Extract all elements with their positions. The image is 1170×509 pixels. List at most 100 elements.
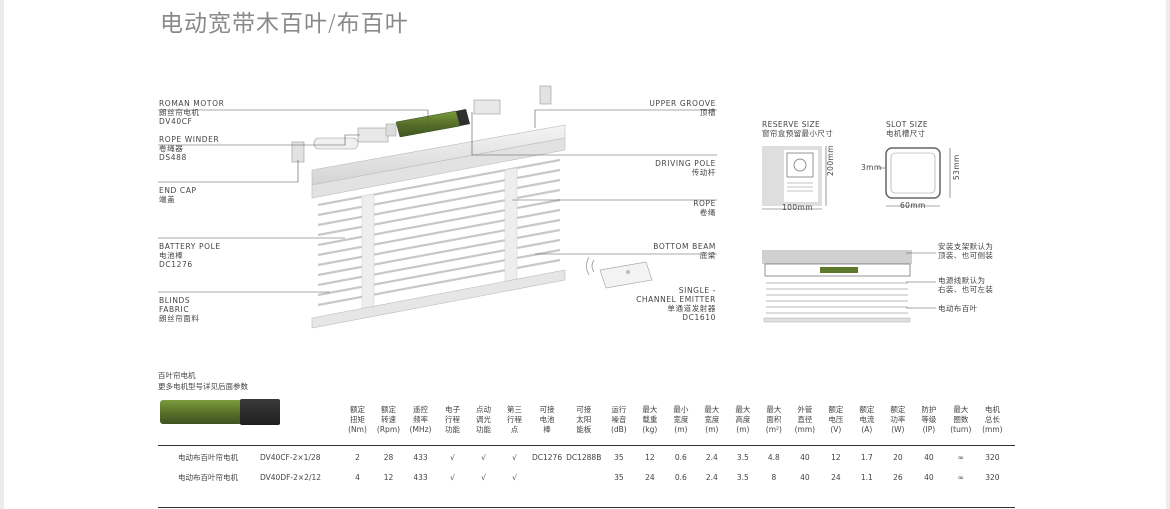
column-header-line: 功率 (890, 415, 906, 424)
column-header-line: 防护 (921, 405, 937, 414)
table-header-rule (158, 445, 1015, 446)
column-header-line: (MHz) (409, 425, 432, 434)
page-left-edge (0, 0, 4, 509)
table-cell: 24 (831, 472, 841, 482)
column-header-line: 最大 (642, 405, 658, 414)
install-note-bracket: 安装支架默认为 顶装、也可侧装 (938, 242, 994, 260)
table-cell: 40 (800, 472, 810, 482)
table-cell: 12 (383, 472, 394, 482)
column-header-line: 面积 (766, 415, 782, 424)
column-header: 电机总长(mm) (977, 405, 1007, 441)
column-header-line: 载重 (642, 415, 658, 424)
column-header: 遥控频率(MHz) (404, 405, 437, 441)
table-cell: 8 (771, 472, 777, 482)
header-blank (258, 405, 342, 441)
table-cell: 12 (831, 452, 841, 462)
column-header-line: 功能 (476, 425, 491, 434)
column-header: 额定电压(V) (820, 405, 851, 441)
table-cell: 3.5 (736, 472, 749, 482)
column-header-line: (m) (674, 425, 688, 434)
row-model: DV40DF-2×2/12 (260, 472, 322, 482)
reserve-width: 100mm (782, 203, 813, 212)
table-cell: 320 (985, 452, 1000, 462)
column-header-line: 点 (510, 425, 519, 434)
label-upper-groove: UPPER GROOVE 顶槽 (649, 99, 716, 117)
column-header-line: 噪音 (611, 415, 627, 424)
column-header-line: 功能 (445, 425, 460, 434)
install-diagram (762, 250, 936, 323)
column-header-line: 等级 (921, 415, 937, 424)
table-cell: 4 (355, 472, 360, 482)
table-cell: DC1276 (532, 452, 563, 462)
column-header-line: (IP) (922, 425, 936, 434)
column-header-line: 最大 (704, 405, 720, 414)
label-bottom-beam: BOTTOM BEAM 底梁 (653, 242, 716, 260)
column-header: 最大面积(m²) (758, 405, 789, 441)
row-product-name: 电动布百叶帘电机 (178, 452, 238, 462)
column-header-line: 宽度 (673, 415, 689, 424)
table-cell: 40 (800, 452, 810, 462)
column-header-line: (m) (736, 425, 750, 434)
table-cell: 12 (645, 452, 655, 462)
table-cell: ∞ (957, 452, 964, 462)
table-cell (530, 467, 564, 487)
label-blinds-fabric: BLINDS FABRIC 朗丝帘面料 (159, 296, 200, 323)
column-header: 可接电池棒 (530, 405, 564, 441)
table-cell: ∞ (957, 472, 964, 482)
table-cell: DC1288B (566, 452, 602, 462)
spec-table-grid: 额定扭矩(Nm)额定转速(Rpm)遥控频率(MHz)电子行程功能点动调光功能第三… (158, 405, 1007, 487)
table-cell: 1.7 (860, 452, 873, 462)
column-header-line: 调光 (476, 415, 491, 424)
column-header-line: 最大 (953, 405, 969, 414)
table-cell: 40 (924, 472, 934, 482)
column-header-line: (m²) (765, 425, 782, 434)
column-header-line: (mm) (982, 425, 1003, 434)
table-cell: √ (450, 472, 455, 482)
table-cell (564, 467, 603, 487)
column-header-line: 转速 (381, 415, 396, 424)
column-header-line: 电流 (859, 415, 875, 424)
slot-width: 60mm (900, 201, 926, 210)
label-end-cap: END CAP 端盖 (159, 186, 197, 204)
label-rope: ROPE 卷绳 (693, 199, 716, 217)
column-header: 点动调光功能 (468, 405, 499, 441)
column-header-line: 最小 (673, 405, 689, 414)
reserve-height: 200mm (826, 145, 835, 176)
table-cell: √ (512, 472, 517, 482)
column-header-line: 外管 (797, 405, 813, 414)
table-cell: 2.4 (705, 472, 718, 482)
roman-motor (385, 109, 470, 138)
table-cell: 24 (645, 472, 655, 482)
column-header-line: 直径 (797, 415, 813, 424)
column-header-line: 电子 (445, 405, 460, 414)
label-driving-pole: DRIVING POLE 传动杆 (655, 159, 716, 177)
page-title: 电动宽带木百叶/布百叶 (160, 11, 409, 37)
reserve-size-diagram (762, 146, 827, 210)
column-header-line: (dB) (610, 425, 627, 434)
column-header-line: 总长 (984, 415, 1000, 424)
table-cell: √ (481, 472, 486, 482)
column-header-line: (Nm) (348, 425, 367, 434)
column-header: 额定转速(Rpm) (373, 405, 404, 441)
table-cell: 35 (614, 472, 624, 482)
column-header-line: (m) (705, 425, 719, 434)
table-title: 百叶帘电机 更多电机型号详见后面参数 (158, 371, 248, 391)
column-header: 额定扭矩(Nm) (342, 405, 373, 441)
column-header-line: 运行 (611, 405, 627, 414)
column-header-line: 高度 (735, 415, 751, 424)
column-header-line: 额定 (828, 405, 844, 414)
column-header-line: 可接 (576, 405, 592, 414)
column-header-line: 电池 (539, 415, 555, 424)
column-header: 最小宽度(m) (665, 405, 696, 441)
table-cell: √ (481, 452, 486, 462)
table-cell: 0.6 (674, 452, 687, 462)
column-header: 外管直径(mm) (789, 405, 820, 441)
head-rail (311, 124, 566, 199)
column-header-line: 最大 (766, 405, 782, 414)
blind-slats (317, 158, 561, 307)
column-header-line: 能板 (576, 425, 592, 434)
